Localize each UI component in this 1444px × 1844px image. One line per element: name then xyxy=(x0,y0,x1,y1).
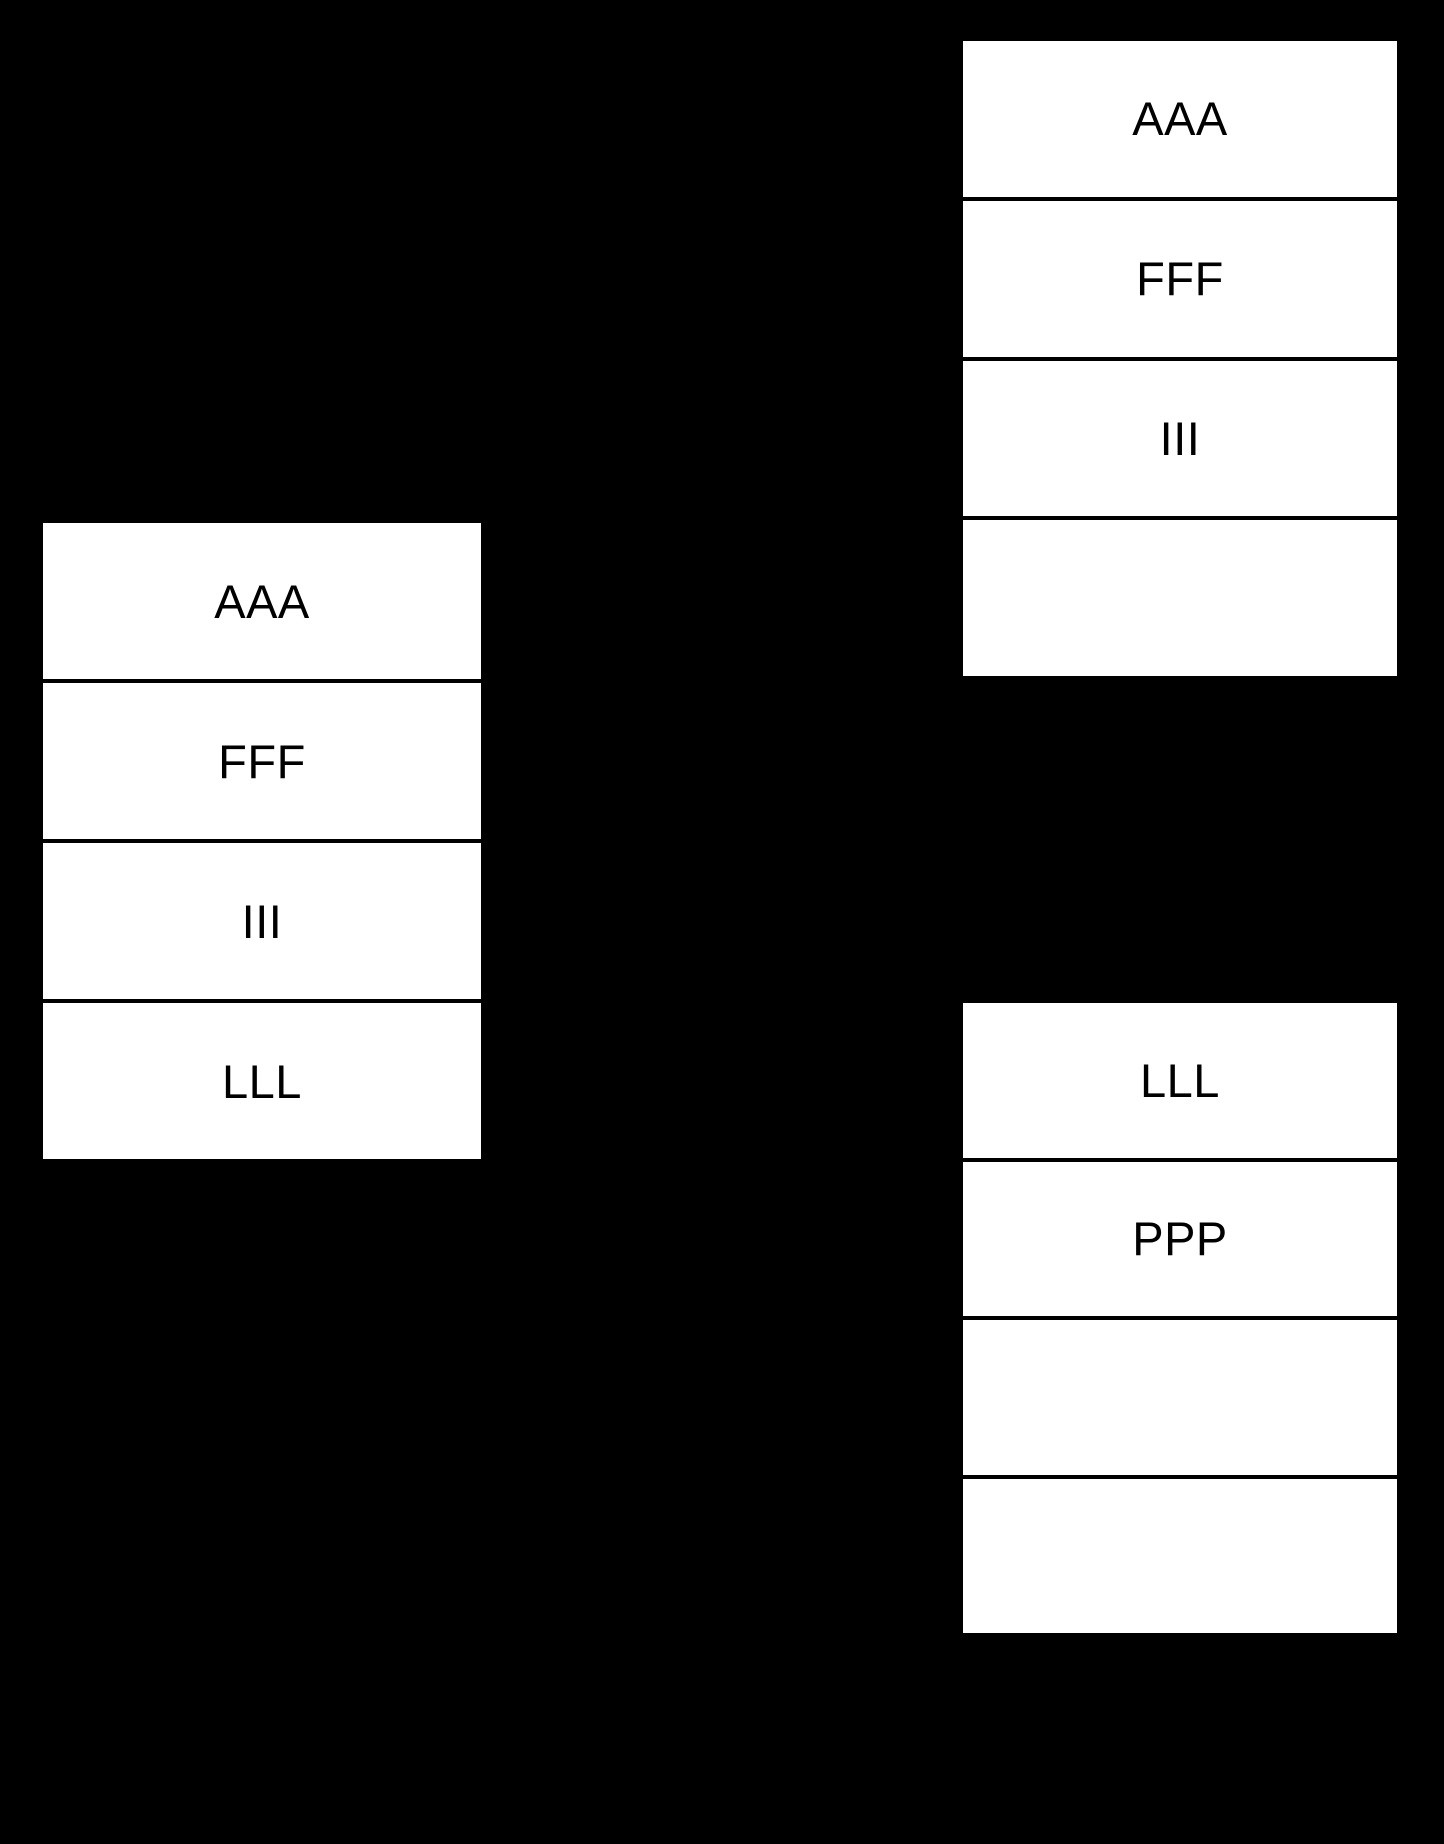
top-right-stack-cell-1[interactable]: AAA xyxy=(963,41,1397,201)
left-stack-cell-1[interactable]: AAA xyxy=(43,523,481,683)
top-right-stack-cell-4[interactable] xyxy=(963,520,1397,676)
bottom-right-stack-cell-1[interactable]: LLL xyxy=(963,1003,1397,1162)
top-right-stack-cell-2[interactable]: FFF xyxy=(963,200,1397,361)
top-right-stack-cell-3[interactable]: III xyxy=(963,360,1397,521)
left-stack-cell-3[interactable]: III xyxy=(43,843,481,1003)
left-stack-cell-4[interactable]: LLL xyxy=(43,1003,481,1159)
top-right-label-stack: AAA FFF III xyxy=(963,41,1397,676)
bottom-right-stack-cell-3[interactable] xyxy=(963,1320,1397,1479)
bottom-right-stack-cell-4[interactable] xyxy=(963,1478,1397,1633)
bottom-right-label-stack: LLL PPP xyxy=(963,1003,1397,1633)
bottom-right-stack-cell-2[interactable]: PPP xyxy=(963,1161,1397,1320)
left-stack-cell-2[interactable]: FFF xyxy=(43,683,481,843)
left-label-stack: AAA FFF III LLL xyxy=(43,523,481,1159)
